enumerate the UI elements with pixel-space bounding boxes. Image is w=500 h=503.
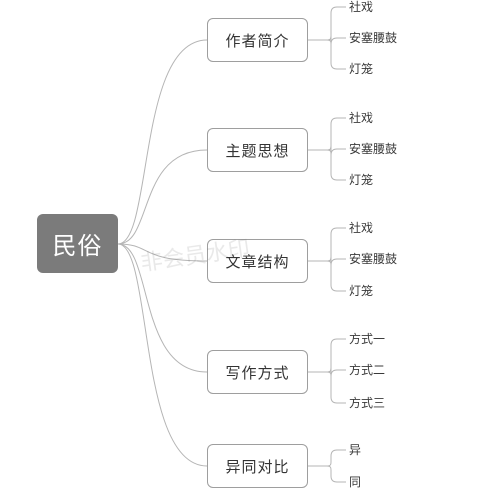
root-node[interactable]: 民俗 — [37, 214, 118, 273]
topic-node-structure[interactable]: 文章结构 — [207, 239, 308, 283]
leaf-node[interactable]: 方式三 — [349, 396, 386, 410]
topic-node-comparison[interactable]: 异同对比 — [207, 444, 308, 488]
leaf-node[interactable]: 灯笼 — [349, 62, 374, 76]
leaf-connector — [308, 371, 346, 404]
leaf-connector — [308, 465, 346, 483]
topic-node-author-intro[interactable]: 作者简介 — [207, 18, 308, 62]
leaf-node[interactable]: 安塞腰鼓 — [349, 31, 398, 45]
root-connector — [117, 149, 208, 245]
leaf-connector — [308, 260, 346, 292]
leaf-connector — [308, 227, 346, 262]
root-connector — [117, 243, 208, 262]
topic-node-writing-style[interactable]: 写作方式 — [207, 350, 308, 394]
leaf-connector — [308, 149, 346, 181]
root-connector — [117, 243, 208, 467]
topic-node-theme[interactable]: 主题思想 — [207, 128, 308, 172]
leaf-node[interactable]: 社戏 — [349, 0, 374, 14]
leaf-node[interactable]: 灯笼 — [349, 284, 374, 298]
leaf-node[interactable]: 灯笼 — [349, 173, 374, 187]
leaf-node[interactable]: 异 — [349, 443, 362, 457]
root-connector — [117, 243, 208, 373]
leaf-connector — [308, 117, 346, 151]
leaf-node[interactable]: 安塞腰鼓 — [349, 142, 398, 156]
leaf-node[interactable]: 方式一 — [349, 332, 386, 346]
root-connector — [117, 39, 208, 245]
leaf-node[interactable]: 方式二 — [349, 363, 386, 377]
leaf-connector — [308, 39, 346, 70]
leaf-connector — [308, 449, 346, 467]
leaf-node[interactable]: 同 — [349, 475, 362, 489]
leaf-connector — [308, 6, 346, 41]
leaf-node[interactable]: 安塞腰鼓 — [349, 252, 398, 266]
leaf-connector — [308, 338, 346, 373]
leaf-node[interactable]: 社戏 — [349, 221, 374, 235]
leaf-node[interactable]: 社戏 — [349, 111, 374, 125]
